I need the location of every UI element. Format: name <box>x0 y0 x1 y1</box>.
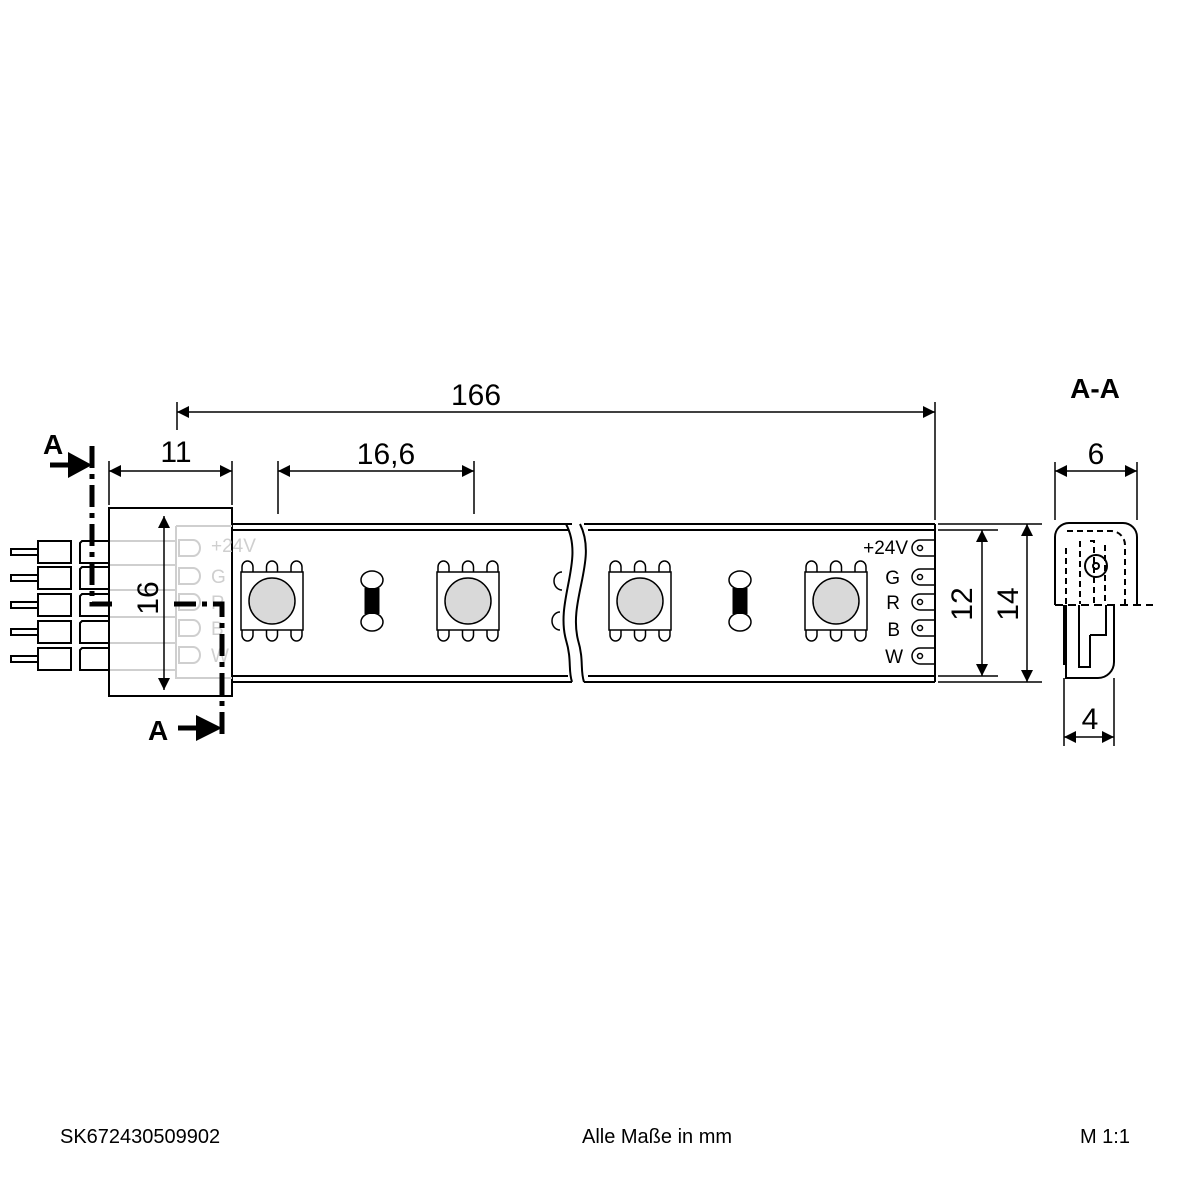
svg-text:16,6: 16,6 <box>357 438 415 471</box>
solder-pad <box>911 568 936 586</box>
pad-label-w: W <box>885 647 903 668</box>
led-chip <box>240 560 304 642</box>
svg-text:6: 6 <box>1088 438 1105 471</box>
svg-text:4: 4 <box>1082 703 1099 736</box>
svg-text:166: 166 <box>451 379 501 412</box>
connector: +24V G R B W <box>10 507 256 697</box>
units-note: Alle Maße in mm <box>582 1126 732 1148</box>
article-number: SK672430509902 <box>60 1126 220 1148</box>
svg-text:12: 12 <box>946 587 979 620</box>
solder-pad <box>911 539 936 557</box>
cut-label-bottom: A <box>148 715 168 746</box>
section-cut-line: A A <box>43 429 225 746</box>
connector-pin <box>10 540 111 564</box>
section-title: A-A <box>1070 373 1120 404</box>
dimension-12: 12 <box>938 529 998 677</box>
dimension-16: 16 <box>132 516 170 690</box>
solder-pad <box>911 647 936 665</box>
solder-pad <box>911 593 936 611</box>
cut-label-top: A <box>43 429 63 460</box>
break-line <box>562 523 587 683</box>
section-view: A-A 6 4 <box>1054 373 1153 746</box>
pad-label-24v: +24V <box>863 538 908 559</box>
dimension-14: 14 <box>938 523 1042 683</box>
pad-label-b: B <box>887 620 900 641</box>
svg-text:16: 16 <box>132 581 165 614</box>
scale-label: M 1:1 <box>1080 1126 1130 1148</box>
led-strip: +24V G R B W <box>232 523 936 683</box>
led-chip <box>804 560 868 642</box>
svg-text:14: 14 <box>992 587 1025 620</box>
svg-text:11: 11 <box>160 436 191 469</box>
resistor <box>728 570 752 632</box>
dimension-166: 166 <box>176 379 936 520</box>
svg-text:G: G <box>211 567 226 588</box>
dimension-16-6: 16,6 <box>277 438 475 514</box>
dimension-11: 11 <box>108 436 233 505</box>
resistor <box>360 570 384 632</box>
pad-label-r: R <box>886 593 900 614</box>
connector-pin <box>10 647 111 671</box>
connector-pin <box>10 620 111 644</box>
led-chip <box>436 560 500 642</box>
led-chip <box>608 560 672 642</box>
solder-pad <box>911 619 936 637</box>
pad-label-g: G <box>885 568 900 589</box>
connector-pin <box>10 566 111 590</box>
svg-text:+24V: +24V <box>211 536 256 557</box>
